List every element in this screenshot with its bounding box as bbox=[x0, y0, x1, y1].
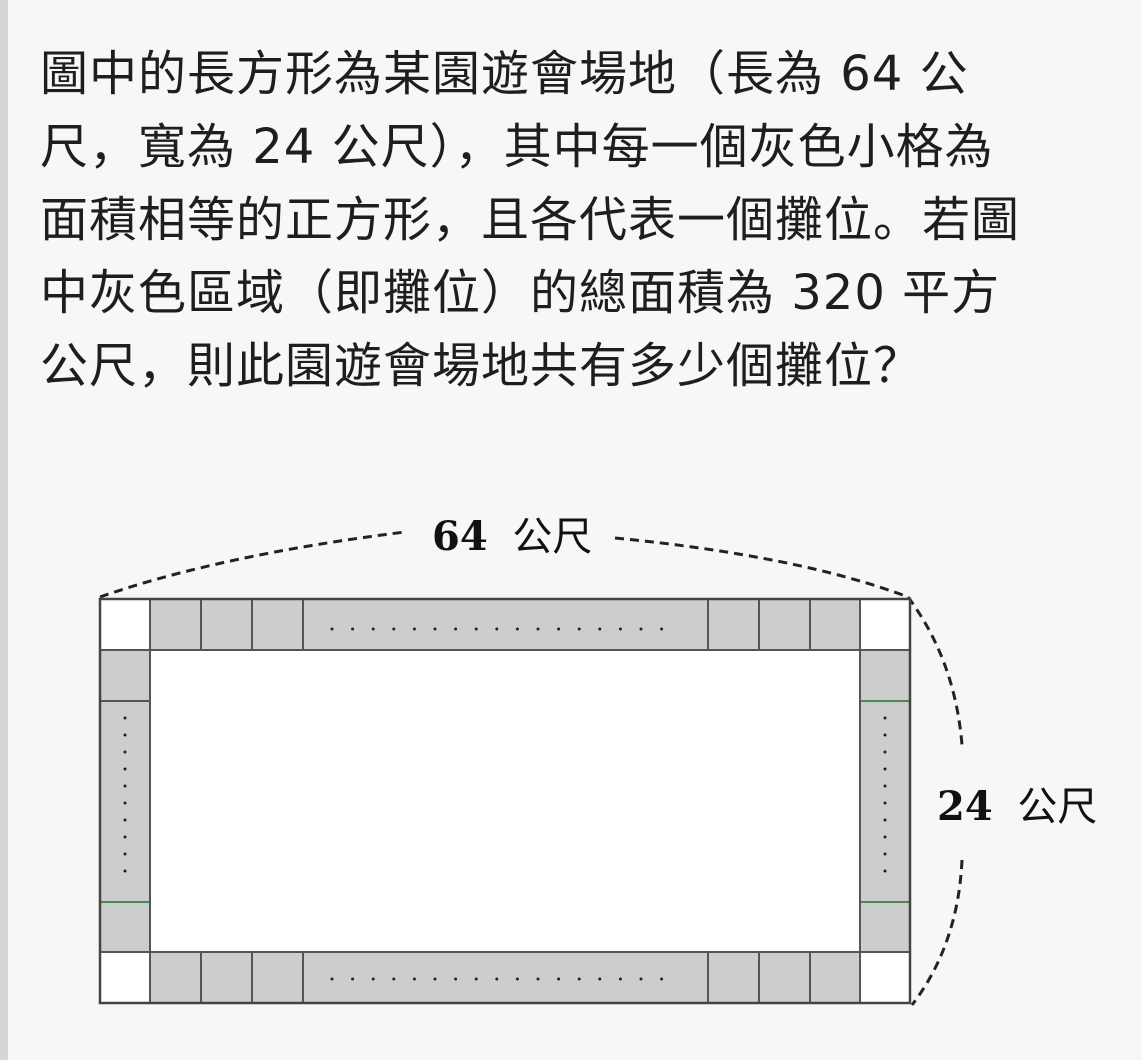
corner-square bbox=[99, 951, 151, 1004]
corner-square bbox=[859, 598, 911, 651]
stall-cell bbox=[149, 598, 202, 651]
stall-cell bbox=[149, 951, 202, 1004]
question-text: 圖中的長方形為某園遊會場地（長為 64 公 尺，寬為 24 公尺），其中每一個灰… bbox=[40, 38, 1125, 403]
length-dimension-arc-left bbox=[99, 530, 406, 599]
stall-cell bbox=[758, 598, 811, 651]
stall-row-continuation bbox=[302, 951, 709, 1004]
stall-row-continuation bbox=[302, 598, 709, 651]
venue-outline bbox=[98, 597, 912, 1005]
stall-cell bbox=[809, 598, 861, 651]
stall-cell bbox=[99, 901, 151, 953]
length-value: 64 bbox=[432, 513, 488, 560]
question-line: 圖中的長方形為某園遊會場地（長為 64 公 bbox=[40, 46, 969, 102]
question-line: 公尺，則此園遊會場地共有多少個攤位？ bbox=[40, 338, 923, 394]
width-dimension-arc-top bbox=[906, 596, 964, 746]
venue-interior bbox=[150, 650, 860, 952]
stall-cell bbox=[809, 951, 861, 1004]
stall-cell bbox=[859, 649, 911, 702]
width-dimension-arc-bottom bbox=[910, 859, 964, 1006]
length-unit: 公尺 bbox=[512, 514, 592, 560]
length-label: 64 公尺 bbox=[432, 513, 592, 560]
stall-cell bbox=[707, 598, 760, 651]
corner-square bbox=[859, 951, 911, 1004]
width-unit: 公尺 bbox=[1017, 784, 1097, 830]
stall-cell bbox=[707, 951, 760, 1004]
stall-cell bbox=[200, 598, 253, 651]
question-line: 尺，寬為 24 公尺），其中每一個灰色小格為 bbox=[40, 119, 994, 175]
width-value: 24 bbox=[937, 783, 993, 830]
stall-cell bbox=[99, 649, 151, 702]
stall-cell bbox=[251, 951, 304, 1004]
stall-cell bbox=[758, 951, 811, 1004]
question-line: 中灰色區域（即攤位）的總面積為 320 平方 bbox=[40, 265, 1001, 321]
stall-cell bbox=[859, 901, 911, 953]
width-label: 24 公尺 bbox=[937, 783, 1097, 830]
length-dimension-arc-right bbox=[614, 536, 909, 599]
stall-cell bbox=[200, 951, 253, 1004]
stall-cell bbox=[251, 598, 304, 651]
left-edge-bar bbox=[0, 0, 8, 1060]
corner-square bbox=[99, 598, 151, 651]
question-line: 面積相等的正方形，且各代表一個攤位。若圖 bbox=[40, 192, 1021, 248]
